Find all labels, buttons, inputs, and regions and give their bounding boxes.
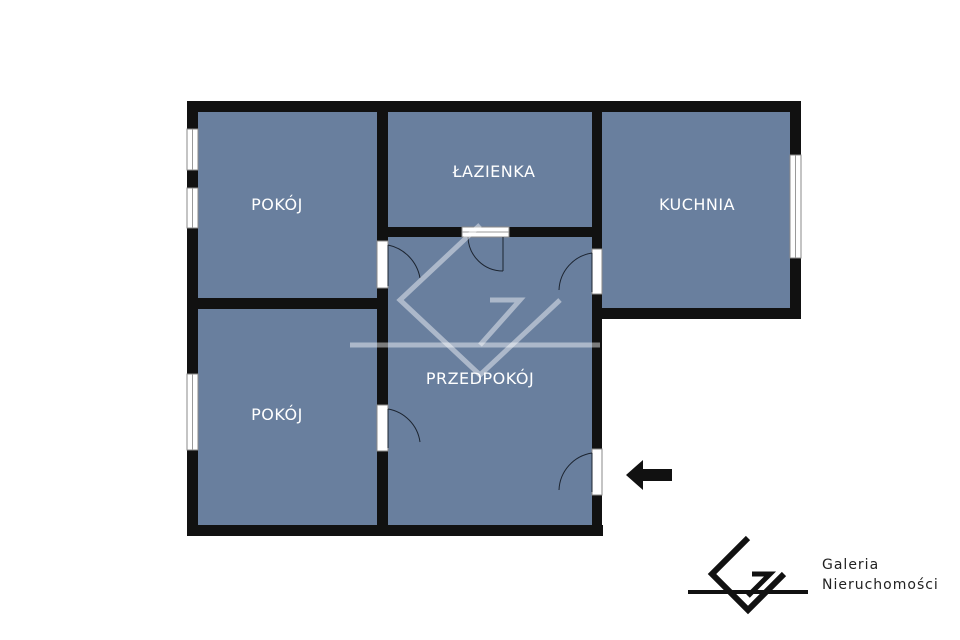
galeria-logo-icon xyxy=(688,535,808,615)
label-pokoj-top: POKÓJ xyxy=(251,195,303,214)
label-pokoj-bottom: POKÓJ xyxy=(251,405,303,424)
room-przedpokoj xyxy=(387,236,593,526)
room-lazienka xyxy=(387,111,593,228)
watermark-logo-icon xyxy=(350,223,600,379)
brand-line2: Nieruchomości xyxy=(822,577,939,593)
arrow-left-icon xyxy=(626,460,672,490)
room-kuchnia xyxy=(601,111,792,310)
doors xyxy=(376,236,603,496)
label-kuchnia: KUCHNIA xyxy=(659,195,735,214)
label-przedpokoj: PRZEDPOKÓJ xyxy=(426,369,534,388)
brand-line1: Galeria xyxy=(822,557,879,573)
room-pokoj-top xyxy=(197,111,379,301)
windows xyxy=(186,128,802,451)
label-lazienka: ŁAZIENKA xyxy=(452,162,536,181)
room-pokoj-bottom xyxy=(197,309,379,526)
